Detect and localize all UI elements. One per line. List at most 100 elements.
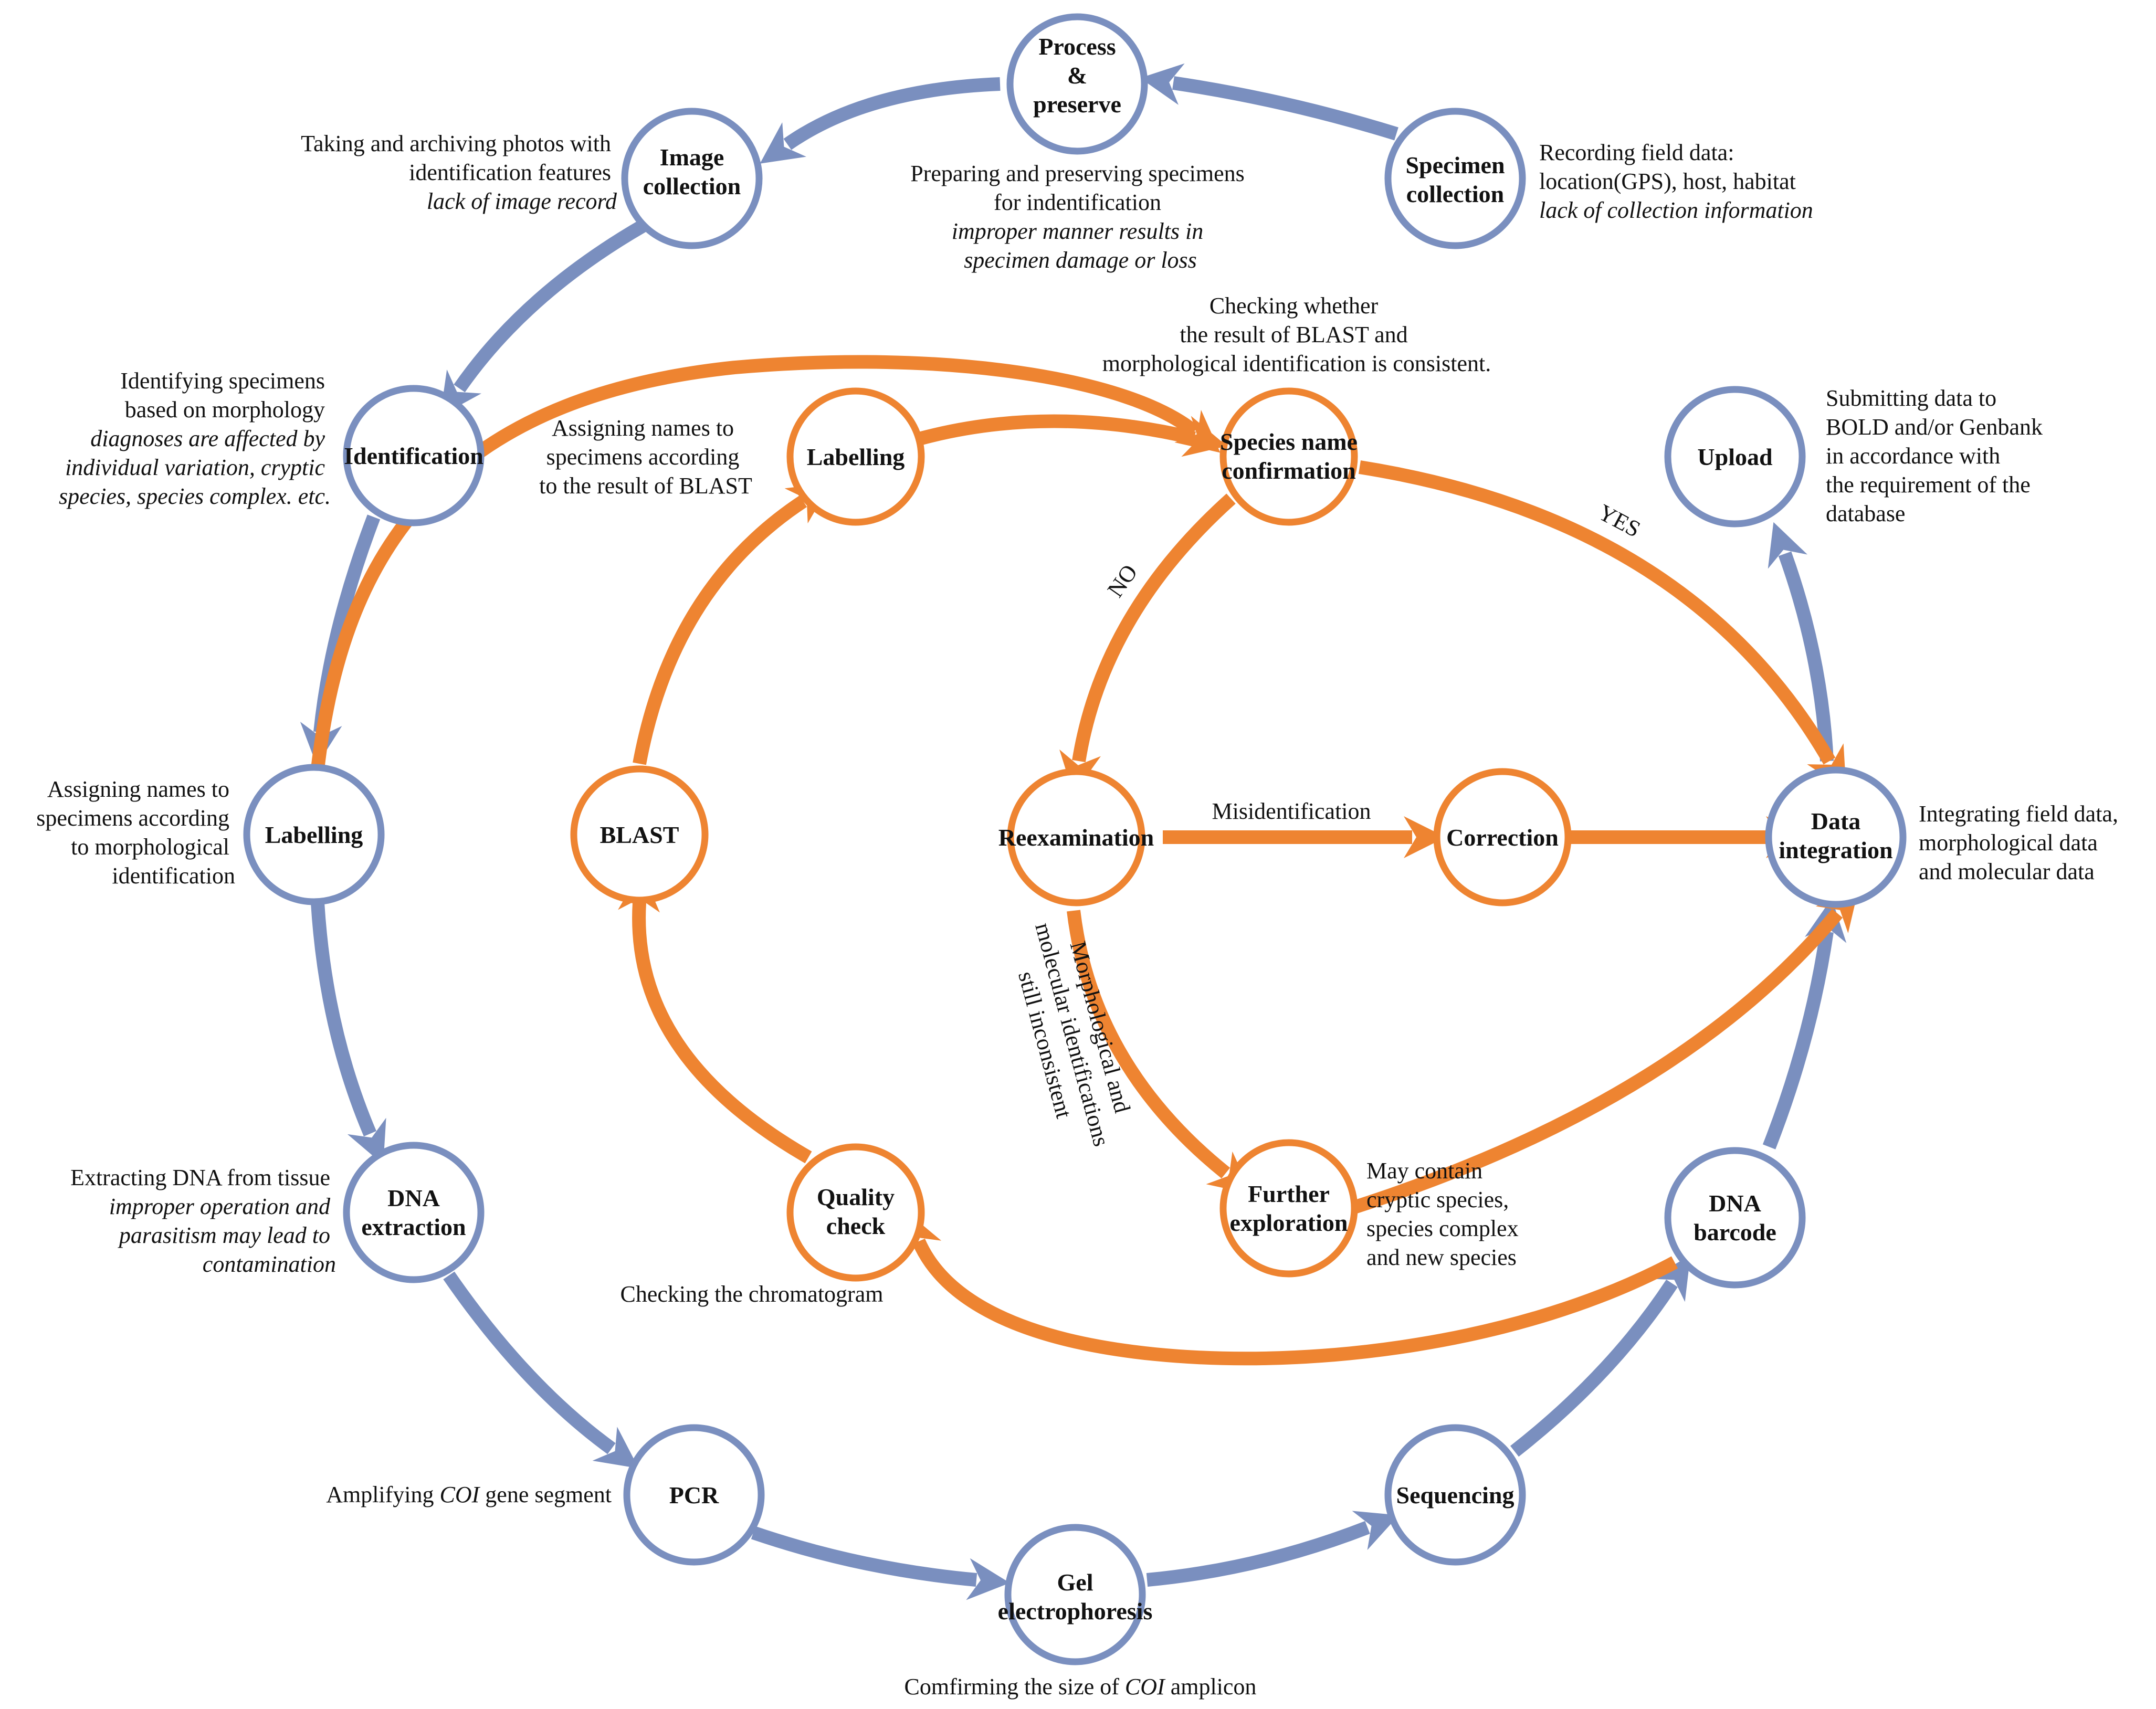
arrow-further-exploration-to-data-integration: [1352, 887, 1859, 1214]
note-line: and new species: [1366, 1244, 1517, 1270]
note-line: Checking whether: [1210, 293, 1379, 319]
node-label-line: Data: [1811, 808, 1861, 835]
note-gel-electrophoresis: Comfirming the size of COI amplicon: [905, 1674, 1257, 1700]
orange-loop-arrows: [311, 355, 1859, 1366]
note-line: species complex: [1366, 1216, 1519, 1241]
note-line: location(GPS), host, habitat: [1539, 168, 1796, 194]
note-line: gene segment: [479, 1482, 612, 1507]
node-label-line: DNA: [387, 1185, 440, 1211]
node-label-line: Labelling: [265, 821, 363, 848]
node-label-line: collection: [643, 173, 741, 199]
note-line: morphological data: [1919, 830, 2098, 856]
note-line: the result of BLAST and: [1180, 322, 1407, 347]
svg-text:Reexamination: Reexamination: [998, 824, 1154, 851]
node-label-line: Sequencing: [1396, 1482, 1515, 1508]
node-label-line: check: [826, 1212, 886, 1239]
note-line: species, species complex. etc.: [59, 483, 331, 509]
note-line: Amplifying: [326, 1482, 439, 1507]
note-dna-extraction: Extracting DNA from tissue improper oper…: [70, 1165, 336, 1277]
note-line: morphological identification is consiste…: [1102, 351, 1491, 376]
note-line: in accordance with: [1826, 443, 2000, 469]
note-line: improper manner results in: [952, 218, 1204, 244]
node-specimen-collection: Specimen collection: [1384, 108, 1526, 249]
arrow-quality-check-to-blast: [618, 869, 812, 1164]
node-label-line: Specimen: [1405, 152, 1505, 178]
arrow-sequencing-to-dna-barcode: [1510, 1255, 1691, 1457]
note-data-integration: Integrating field data, morphological da…: [1919, 801, 2124, 884]
node-process-preserve: Process&preserve: [1006, 13, 1148, 155]
arrow-labelling-to-dna-extraction: [311, 902, 386, 1165]
node-label-line: Correction: [1446, 824, 1559, 851]
edge-label-no: NO: [1102, 560, 1143, 602]
annotations: Recording field data: location(GPS), hos…: [36, 131, 2124, 1700]
note-line: and molecular data: [1919, 859, 2095, 884]
blue-cycle-arrows: [300, 63, 1847, 1600]
node-label-line: Species name: [1220, 428, 1358, 455]
note-line: database: [1826, 501, 1905, 526]
arrow-specimen-to-process: [1140, 63, 1398, 141]
note-line: COI: [440, 1482, 481, 1507]
note-line: COI: [1125, 1674, 1166, 1700]
arrow-labelling-to-species-confirmation-2: [919, 414, 1227, 457]
svg-text:Labelling: Labelling: [265, 821, 363, 848]
note-line: for indentification: [994, 189, 1161, 215]
note-identification: Identifying specimens based on morpholog…: [59, 368, 331, 509]
note-image-collection: Taking and archiving photos with identif…: [301, 131, 617, 214]
node-dna-extraction: DNA extraction: [343, 1142, 485, 1283]
note-species-name-confirmation: Checking whether the result of BLAST and…: [1102, 293, 1491, 376]
note-line: Comfirming the size of: [905, 1674, 1125, 1700]
note-line: Extracting DNA from tissue: [70, 1165, 330, 1190]
node-label-line: Image: [660, 144, 724, 171]
note-pcr: Amplifying COI gene segment: [326, 1482, 612, 1507]
node-label-line: exploration: [1230, 1209, 1348, 1236]
node-labelling-morphological: Labelling: [243, 764, 385, 905]
note-line: improper operation and: [109, 1194, 331, 1219]
edge-label-inconsistent: Morphological and molecular identificati…: [1002, 913, 1144, 1162]
node-reexamination: Reexamination: [998, 768, 1154, 906]
node-label-line: Process: [1038, 33, 1116, 60]
node-label-line: Quality: [817, 1184, 895, 1210]
note-line: diagnoses are affected by: [90, 426, 325, 451]
node-identification: Identification: [343, 385, 485, 526]
arrow-process-to-image: [760, 77, 1001, 164]
arrow-labelling-to-species-confirmation: [311, 355, 1221, 770]
arrow-dna-barcode-to-data-integration: [1762, 898, 1847, 1149]
svg-text:Sequencing: Sequencing: [1396, 1482, 1515, 1508]
node-label-line: confirmation: [1222, 457, 1356, 484]
note-line: individual variation, cryptic: [65, 455, 325, 480]
note-line: based on morphology: [125, 397, 325, 423]
node-label-line: electrophoresis: [998, 1598, 1153, 1624]
arrow-species-confirmation-to-data-integration: [1358, 460, 1846, 790]
node-label-line: Upload: [1697, 444, 1773, 470]
node-blast: BLAST: [570, 765, 709, 904]
node-label-line: Further: [1248, 1180, 1330, 1207]
note-labelling-morphological: Assigning names to specimens according t…: [36, 776, 235, 889]
note-specimen-collection: Recording field data: location(GPS), hos…: [1539, 140, 1813, 223]
node-correction: Correction: [1433, 768, 1572, 906]
node-label-line: collection: [1406, 181, 1505, 207]
node-label-line: Identification: [344, 442, 483, 469]
arrow-dna-extraction-to-pcr: [443, 1271, 639, 1469]
note-upload: Submitting data to BOLD and/or Genbank i…: [1826, 385, 2048, 526]
note-line: May contain: [1366, 1158, 1482, 1184]
note-line: identification features: [409, 160, 611, 185]
note-line: Preparing and preserving specimens: [910, 161, 1245, 186]
edge-label-misidentification: Misidentification: [1212, 798, 1371, 824]
note-line: BOLD and/or Genbank: [1826, 414, 2043, 440]
note-line: to the result of BLAST: [539, 473, 752, 499]
node-upload: Upload: [1664, 386, 1806, 528]
node-label-line: PCR: [669, 1482, 719, 1508]
note-line: Assigning names to: [47, 776, 229, 802]
node-label-line: extraction: [361, 1214, 466, 1240]
node-label-line: Gel: [1057, 1569, 1093, 1596]
